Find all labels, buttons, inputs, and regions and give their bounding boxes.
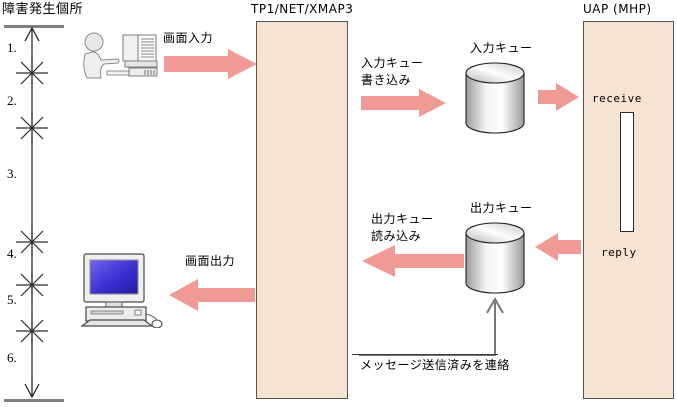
flow-label-outq-read-line2: 読み込み: [371, 229, 422, 243]
queue-label-input: 入力キュー: [470, 41, 533, 55]
axis-segment-label-4: 4.: [7, 246, 17, 261]
column-header-tp1: TP1/NET/XMAP3: [251, 2, 354, 16]
axis-segment-label-3: 3.: [7, 166, 17, 181]
axis-marker-2: [16, 113, 48, 143]
queue-label-output: 出力キュー: [470, 201, 533, 215]
axis-top-cap: [4, 25, 64, 28]
callout-annotation-text: メッセージ送信済みを連絡: [360, 358, 510, 372]
flow-label-outq-read-line1: 出力キュー: [371, 212, 434, 226]
arrow-screen-input: [164, 49, 257, 79]
axis-marker-4: [16, 270, 48, 300]
axis-marker-5: [16, 316, 48, 346]
arrow-output-queue-read: [362, 245, 464, 277]
arrow-uap-to-output-queue: [535, 233, 581, 261]
axis-segment-label-1: 1.: [7, 40, 17, 55]
callout-underline: [352, 354, 498, 355]
arrow-input-queue-write: [361, 89, 446, 117]
arrow-input-queue-to-uap: [538, 83, 579, 111]
uap-reply-label: reply: [601, 246, 637, 259]
input-queue-cylinder: [465, 62, 525, 134]
flow-label-screen-output: 画面出力: [185, 254, 236, 268]
axis-segment-label-2: 2.: [7, 93, 17, 108]
column-header-uap: UAP (MHP): [583, 2, 652, 16]
desktop-pc-icon: [80, 253, 163, 328]
axis-marker-3: [16, 227, 48, 257]
fault-axis-title: 障害発生個所: [2, 2, 84, 17]
axis-marker-1: [16, 58, 48, 88]
uap-receive-label: receive: [592, 92, 642, 105]
output-queue-cylinder: [465, 222, 525, 294]
process-box-tp1: [256, 21, 348, 399]
flow-label-screen-input: 画面入力: [163, 31, 214, 45]
axis-segment-label-6: 6.: [7, 350, 17, 365]
flow-label-inq-write-line1: 入力キュー: [361, 56, 424, 70]
arrow-screen-output: [169, 279, 255, 311]
axis-segment-label-5: 5.: [7, 292, 17, 307]
axis-bottom-cap: [4, 399, 64, 402]
uap-processing-bar: [620, 112, 634, 232]
operator-terminal-icon: [83, 32, 158, 79]
flow-label-inq-write-line2: 書き込み: [361, 73, 412, 87]
callout-leader-line: [359, 296, 504, 356]
